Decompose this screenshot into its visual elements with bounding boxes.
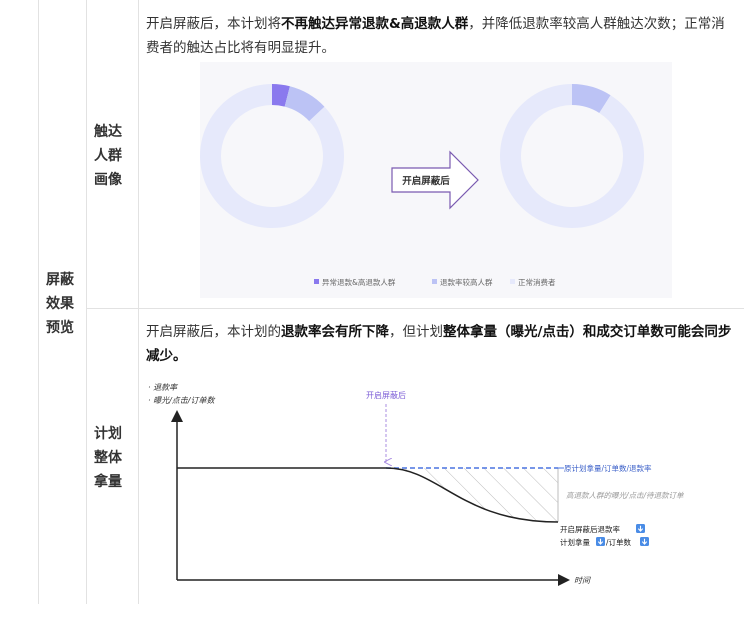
table-divider (138, 0, 139, 604)
hatched-loss-area (386, 468, 558, 522)
donut-slice (572, 84, 611, 113)
table-border-left (38, 0, 39, 604)
down-arrow-icon (636, 524, 645, 533)
row-label-reach-audience: 触达 人群 画像 (94, 120, 130, 192)
legend-swatch (314, 279, 319, 284)
row2-description: 开启屏蔽后，本计划的退款率会有所下降，但计划整体拿量（曝光/点击）和成交订单数可… (146, 320, 736, 368)
x-axis-label: 时间 (574, 576, 591, 585)
down-arrow-icon (596, 537, 605, 546)
volume-trend-diagram: · 退款率 · 曝光/点击/订单数 时间 开启屏蔽后 原计划拿量/订单数/退款率… (148, 383, 684, 586)
refund-rate-down-label: 开启屏蔽后退款率 (560, 524, 620, 534)
section-label-line: 效果 (46, 296, 74, 312)
preview-table: 屏蔽 效果 预览 触达 人群 画像 计划 整体 拿量 开启屏蔽后，本计划将不再触… (38, 0, 744, 604)
legend-swatch (432, 279, 437, 284)
legend-label: 退款率较高人群 (440, 277, 493, 287)
row-label-line: 触达 (94, 124, 122, 140)
table-divider (86, 0, 87, 604)
legend-swatch (510, 279, 515, 284)
donut-slice (284, 86, 325, 122)
text-run-bold: 整体拿量（曝光/点击）和成交订单数可能会同步减少。 (146, 324, 732, 364)
text-run: ，但计划 (389, 324, 443, 340)
y-axis-label-volume: · 曝光/点击/订单数 (148, 396, 215, 405)
down-arrow-icon (640, 537, 649, 546)
donut-chart-before (200, 84, 344, 228)
text-run: 开启屏蔽后，本计划的 (146, 324, 281, 340)
row-label-line: 拿量 (94, 474, 122, 490)
row-label-line: 画像 (94, 172, 122, 188)
donut-slice (272, 84, 290, 107)
text-run-bold: 退款率会有所下降 (281, 324, 389, 340)
text-run-bold: 不再触达异常退款&高退款人群 (281, 16, 469, 32)
section-label-line: 预览 (46, 320, 74, 336)
transition-arrow-label: 开启屏蔽后 (402, 175, 450, 187)
row-label-line: 整体 (94, 450, 122, 466)
section-label: 屏蔽 效果 预览 (46, 268, 82, 340)
legend-label: 异常退款&高退款人群 (322, 277, 396, 287)
blocking-start-label: 开启屏蔽后 (366, 390, 406, 400)
text-run: 开启屏蔽后，本计划将 (146, 16, 281, 32)
audience-donut-figure: 开启屏蔽后 异常退款&高退款人群 退款率较高人群 正常消费者 (200, 62, 672, 298)
original-volume-label: 原计划拿量/订单数/退款率 (564, 463, 652, 473)
row-divider (86, 308, 744, 309)
y-axis-label-refund-rate: · 退款率 (148, 383, 179, 392)
text-run: ，并降低退款率较高人群触达次数；正常消费者的触达占比将有明显提升。 (146, 16, 725, 56)
order-count-down-label: /订单数 (606, 537, 632, 547)
section-label-line: 屏蔽 (46, 272, 74, 288)
volume-trend-curve (177, 467, 559, 523)
legend-label: 正常消费者 (518, 277, 556, 287)
plan-volume-down-label: 计划拿量 (560, 537, 590, 547)
row-label-line: 计划 (94, 426, 122, 442)
transition-arrow (391, 150, 479, 210)
donut-chart-after (500, 84, 644, 229)
row1-description: 开启屏蔽后，本计划将不再触达异常退款&高退款人群，并降低退款率较高人群触达次数；… (146, 12, 736, 60)
row-label-line: 人群 (94, 148, 122, 164)
row-label-plan-volume: 计划 整体 拿量 (94, 422, 130, 494)
hatched-area-label: 高退款人群的曝光/点击/待退款订单 (566, 491, 684, 500)
donut-legend: 异常退款&高退款人群 退款率较高人群 正常消费者 (314, 277, 556, 287)
